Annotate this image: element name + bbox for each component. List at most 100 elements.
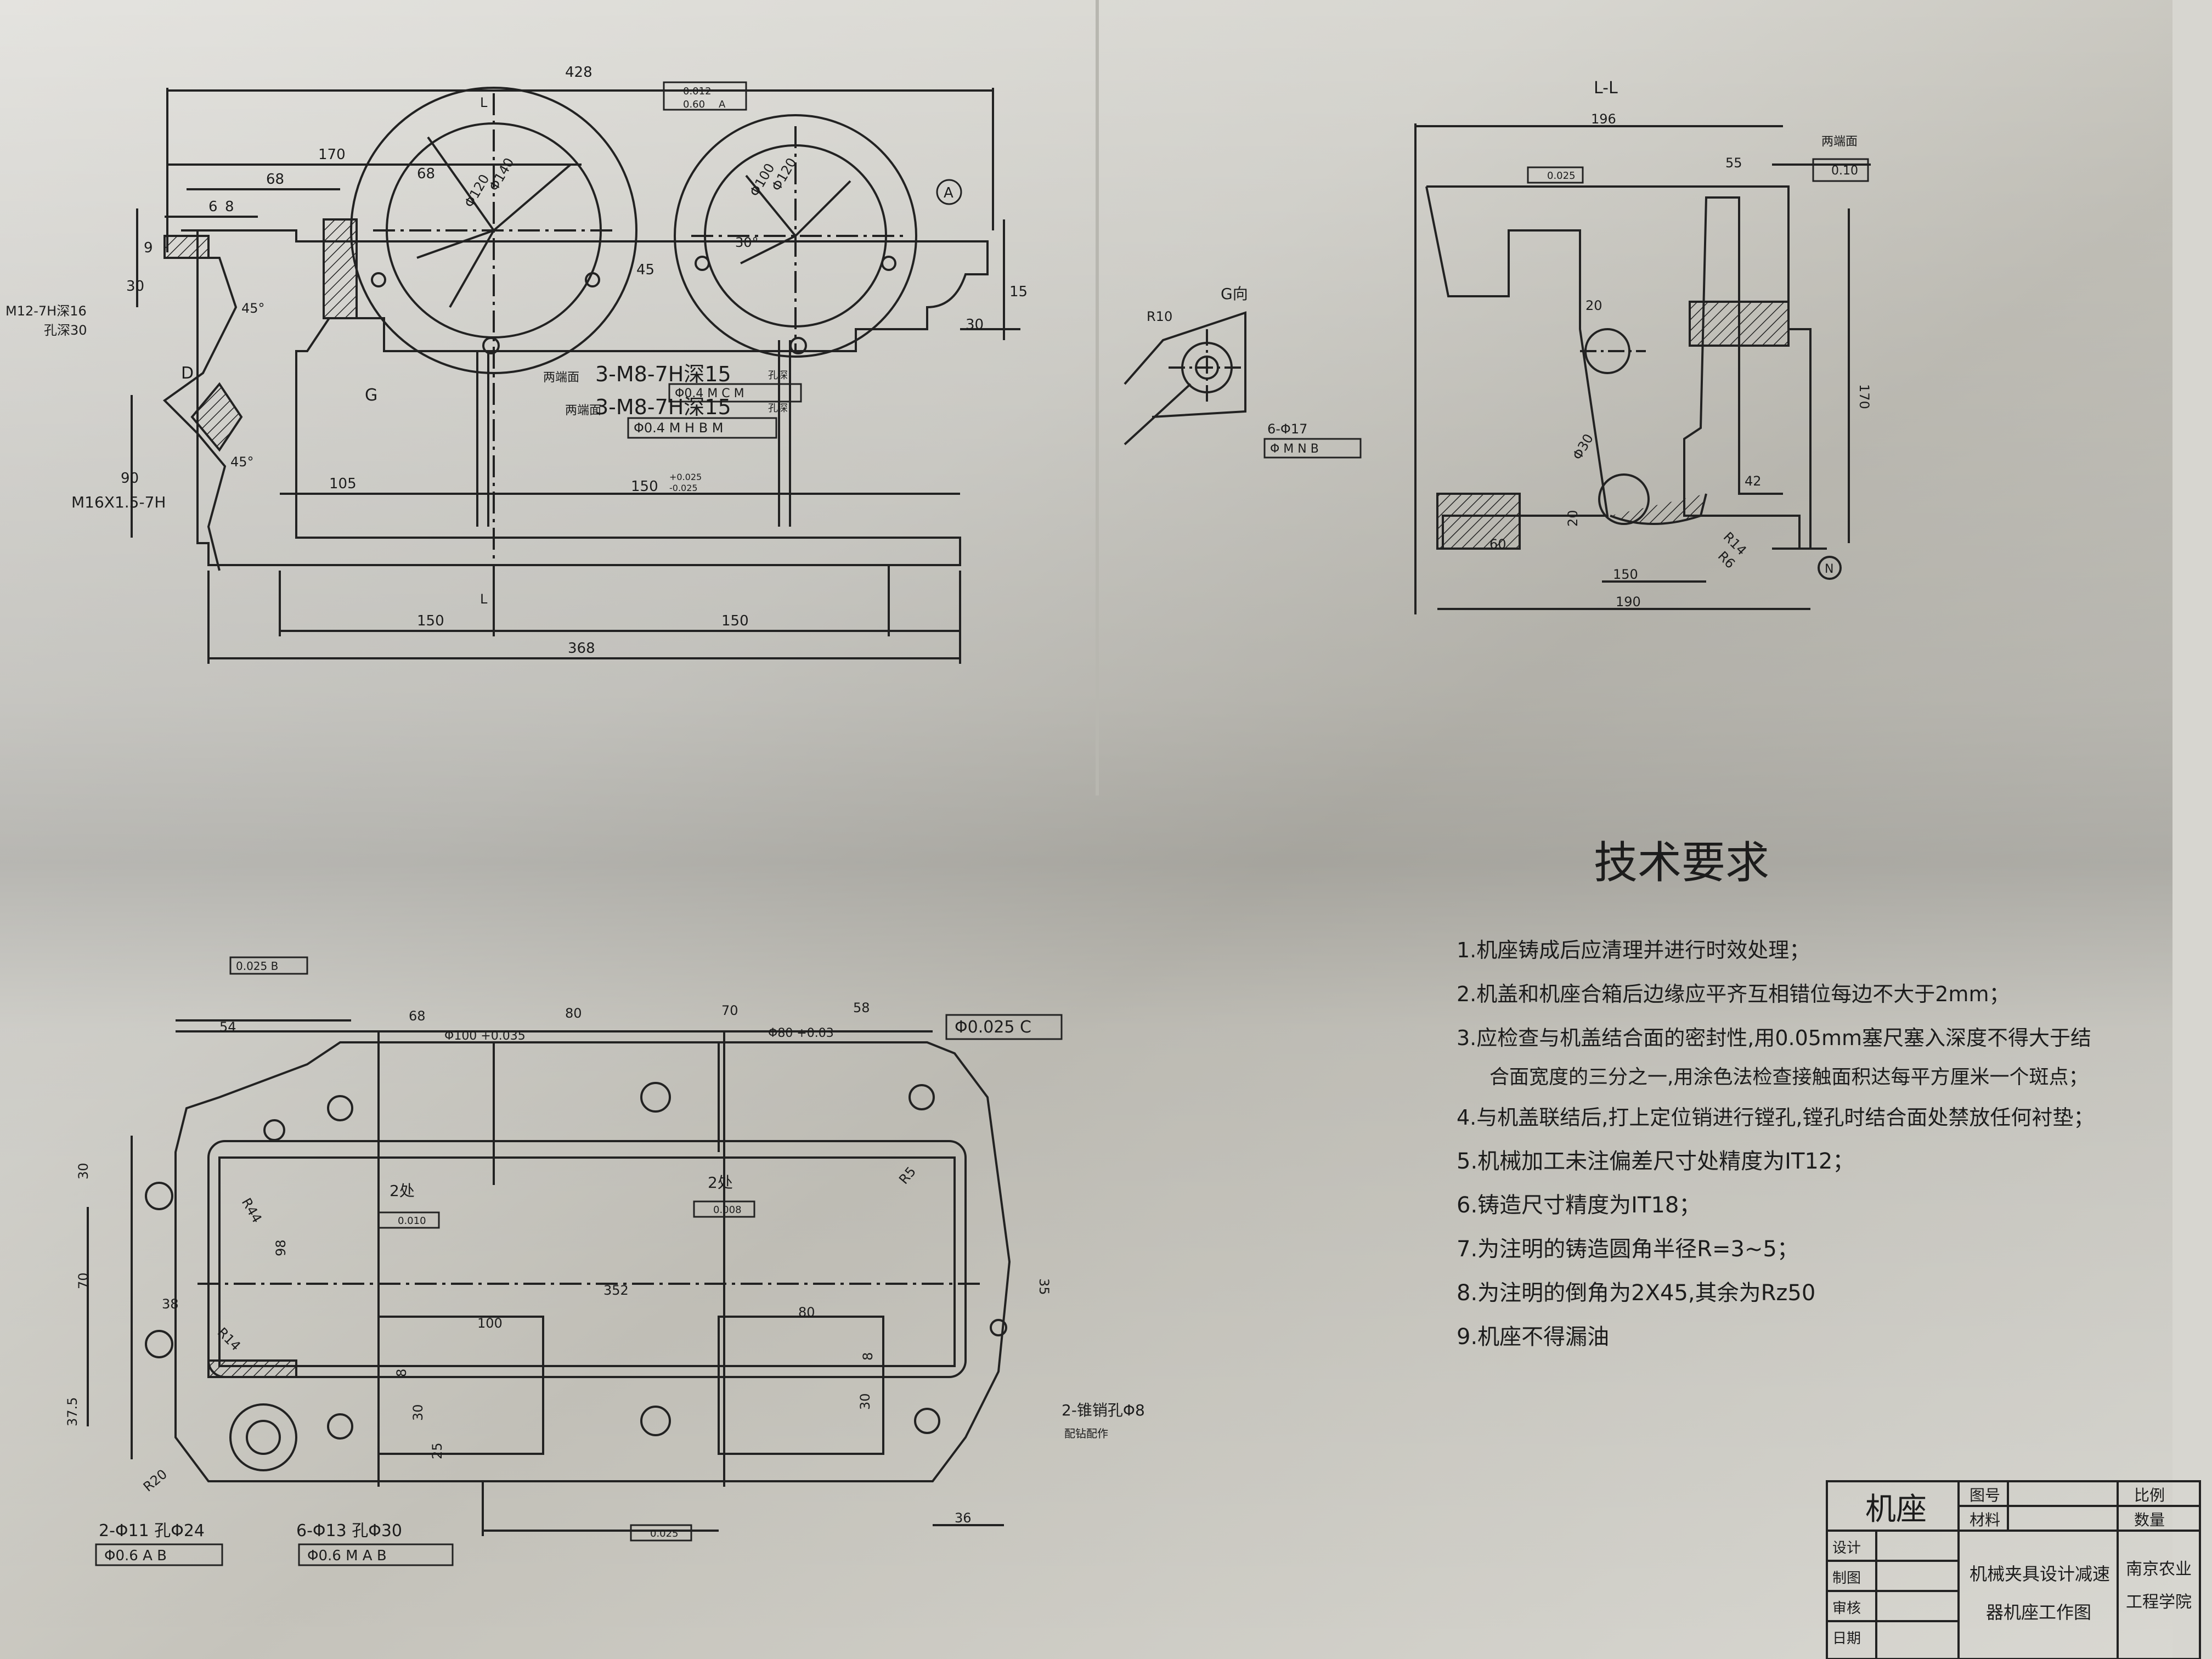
hole-2-prefix: 两端面	[565, 404, 601, 417]
dim-30-plan: 30	[76, 1163, 91, 1180]
dim-15: 15	[1009, 284, 1028, 300]
detail-G-labels: G向 R10 6-Φ17 Φ M N B	[1147, 285, 1362, 459]
tech-heading: 技术要求	[1594, 837, 1769, 888]
hole-1-spec: 3-M8-7H深15	[595, 362, 731, 386]
plan-gdt-top: 0.025 B	[236, 960, 278, 973]
hole-2x11-gdt-frame	[95, 1543, 223, 1566]
review-label: 审核	[1832, 1600, 1861, 1617]
detail-G-gdt-frame	[1263, 438, 1362, 459]
hole-6x13-gdt: Φ0.6 M A B	[307, 1548, 387, 1564]
angle-45a: 45°	[241, 301, 265, 316]
dim-6: 6	[208, 199, 218, 215]
dim-30c: 30	[857, 1393, 873, 1410]
dim-150-section: 150	[1613, 567, 1638, 582]
hole-1-note: 孔深	[768, 370, 788, 381]
bore-80: Φ80 +0.03	[768, 1026, 834, 1040]
dim-100: 100	[477, 1316, 503, 1331]
hole-2x11-gdt: Φ0.6 A B	[104, 1548, 167, 1564]
gdt-top-2: 0.60	[683, 99, 705, 110]
dim-70-plan: 70	[76, 1272, 91, 1289]
dim-37-5: 37.5	[65, 1397, 80, 1426]
r10: R10	[1147, 309, 1172, 324]
design-label: 设计	[1832, 1540, 1861, 1556]
tech-item-2: 2.机盖和机座合箱后边缘应平齐互相错位每边不大于2mm；	[1457, 982, 2010, 1006]
dim-54: 54	[219, 1019, 236, 1035]
both-2: 2处	[708, 1173, 733, 1192]
dim-8b: 8	[860, 1352, 876, 1361]
angle-45b: 45°	[230, 454, 254, 470]
hole-2-note: 孔深	[768, 403, 788, 414]
tech-item-5: 5.机械加工未注偏差尺寸处精度为IT12；	[1457, 1149, 1854, 1174]
thread-m12-depth: 孔深30	[44, 323, 87, 338]
hole-1-prefix: 两端面	[543, 371, 579, 385]
tech-item-9: 9.机座不得漏油	[1457, 1324, 1609, 1350]
scale-label: 比例	[2134, 1486, 2165, 1504]
hole-2-gdt: Φ0.4 M H B M	[634, 420, 724, 436]
tech-item-7: 7.为注明的铸造圆角半径R=3~5；	[1457, 1237, 1799, 1262]
hole-1-gdt: Φ0.4 M C M	[675, 387, 744, 400]
hole-2-taper: 2-锥销孔Φ8	[1062, 1401, 1145, 1419]
datum-A-marker	[936, 179, 962, 205]
gdt-flat-frame	[1527, 166, 1584, 184]
dim-20a: 20	[1585, 298, 1602, 313]
date-label: 日期	[1832, 1630, 1861, 1647]
detail-G	[1124, 311, 1246, 445]
dim-30-right: 30	[966, 317, 984, 333]
front-view	[131, 87, 1020, 664]
section-view-labels: L-L 196 55 170 20 20 42 60 150 190 R14 R…	[1489, 78, 1872, 610]
plan-gdt-circ: Φ0.025 C	[955, 1018, 1031, 1037]
gdt-top-frame	[663, 81, 747, 111]
hole-2-taper-note: 配钻配作	[1064, 1427, 1108, 1440]
dim-68: 68	[266, 171, 284, 188]
plan-gdt-bottom: 0.025	[650, 1528, 679, 1539]
angle-30: 30°	[735, 235, 759, 250]
material-label: 材料	[1970, 1511, 2000, 1529]
datum-A: A	[944, 185, 953, 201]
gdt-flat: 0.025	[1547, 170, 1576, 182]
tech-item-1: 1.机座铸成后应清理并进行时效处理；	[1457, 938, 1810, 962]
bore-100: Φ100 +0.035	[444, 1029, 526, 1043]
detail-G-gdt: Φ M N B	[1270, 442, 1319, 456]
dim-45: 45	[636, 262, 654, 278]
dim-60: 60	[1489, 537, 1506, 552]
dim-38: 38	[162, 1296, 179, 1312]
dim-30-left: 30	[126, 278, 144, 295]
dim-80a: 80	[565, 1006, 582, 1021]
dim-68-circle: 68	[417, 166, 435, 182]
thread-m12: M12-7H深16	[5, 303, 87, 319]
gdt-ends: 0.10	[1831, 164, 1858, 178]
dim-98: 98	[273, 1239, 289, 1256]
dim-170: 170	[318, 146, 346, 163]
tech-item-3: 3.应检查与机盖结合面的密封性,用0.05mm塞尺塞入深度不得大于结	[1457, 1026, 2091, 1050]
label-N: N	[1825, 562, 1833, 576]
title-block	[1826, 1480, 2201, 1659]
dim-35: 35	[1036, 1278, 1052, 1295]
part-name: 机座	[1865, 1492, 1927, 1527]
label-D: D	[181, 364, 194, 383]
dim-25: 25	[430, 1442, 445, 1459]
holes-6x17: 6-Φ17	[1267, 421, 1307, 437]
dim-90: 90	[121, 470, 139, 487]
plan-gdt-top-frame	[229, 956, 308, 975]
dim-368: 368	[568, 640, 595, 657]
gdt-flat-1-frame	[377, 1211, 440, 1229]
gdt-flat-2: 0.008	[713, 1204, 742, 1216]
label-L-top: L	[480, 95, 488, 110]
label-L-bottom: L	[480, 591, 488, 607]
dim-42: 42	[1745, 473, 1762, 489]
hole-6x13: 6-Φ13 孔Φ30	[296, 1521, 402, 1541]
dim-150-right: 150	[721, 613, 749, 629]
tol-lower: -0.025	[669, 483, 698, 493]
hole-2-spec: 3-M8-7H深15	[595, 395, 731, 419]
gdt-ends-frame	[1812, 158, 1869, 182]
tech-item-8: 8.为注明的倒角为2X45,其余为Rz50	[1457, 1280, 1815, 1306]
dim-170-section: 170	[1857, 384, 1872, 409]
thread-m16: M16X1.5-7H	[71, 493, 166, 511]
dim-8: 8	[225, 199, 234, 215]
technical-requirements: 技术要求 1.机座铸成后应清理并进行时效处理； 2.机盖和机座合箱后边缘应平齐互…	[1457, 837, 2094, 1350]
school-2: 工程学院	[2126, 1593, 2192, 1612]
hole-1-gdt-frame	[668, 383, 802, 403]
dim-overall-top: 428	[565, 64, 592, 81]
dim-36: 36	[955, 1510, 972, 1526]
